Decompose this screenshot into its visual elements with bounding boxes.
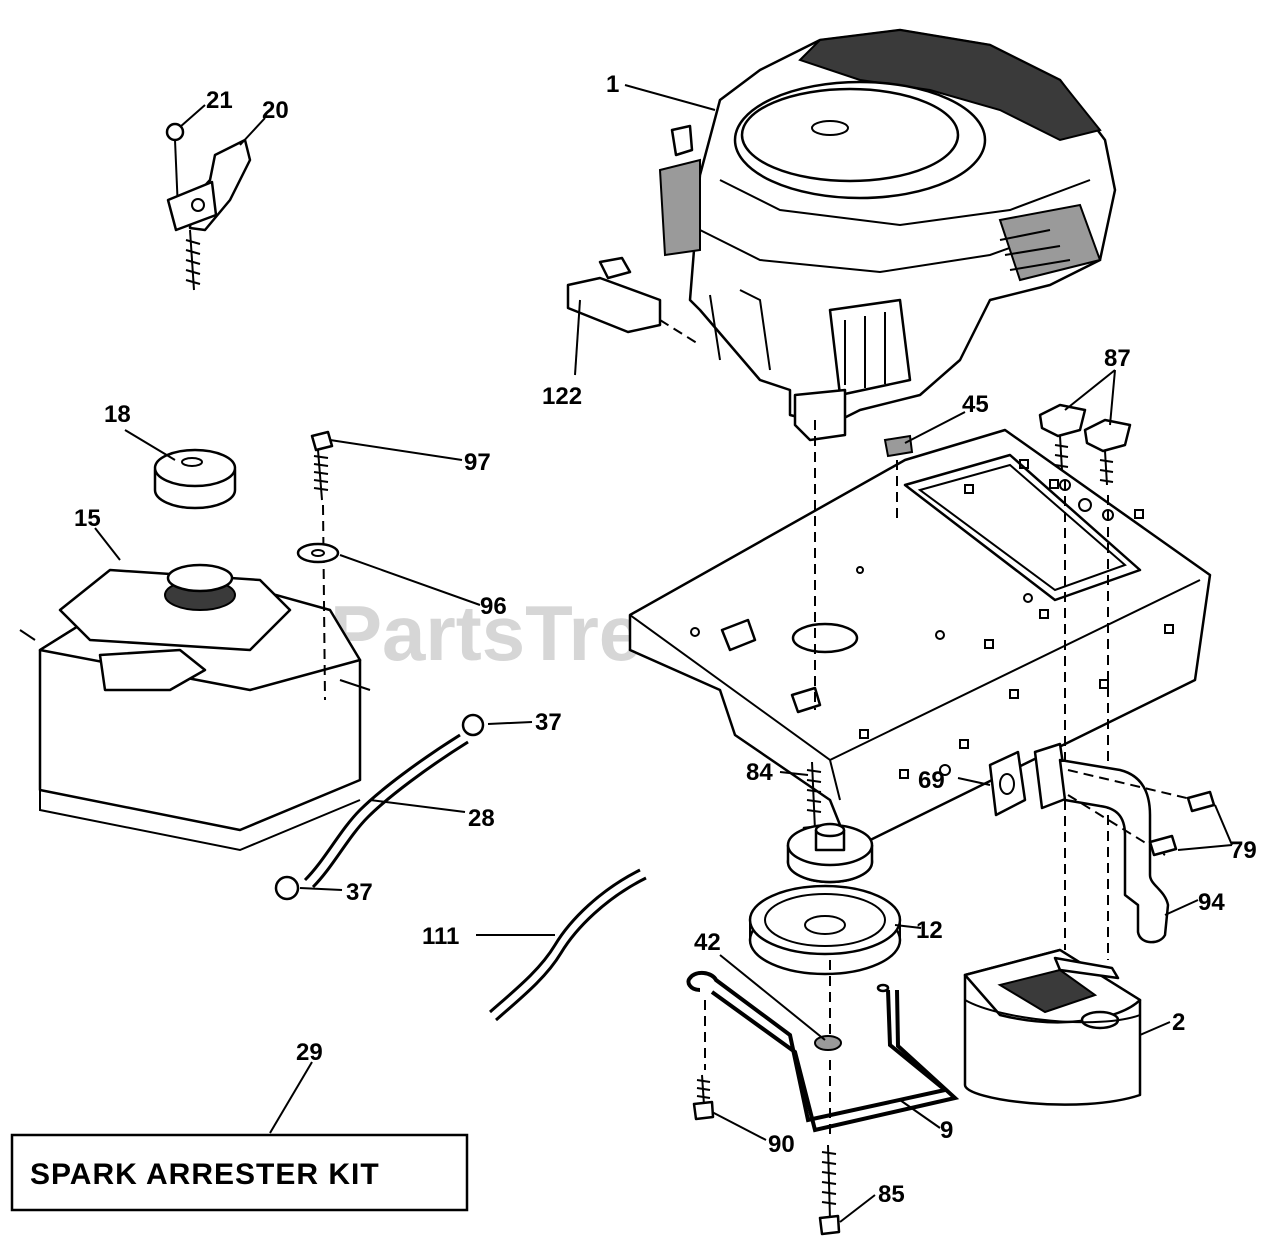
callout-37-bottom: 37: [346, 879, 373, 906]
bolt-90-drawing: [692, 1074, 715, 1121]
callout-96: 96: [480, 593, 507, 620]
callout-111: 111: [422, 923, 459, 950]
kit-box: [10, 1133, 469, 1212]
callout-29: 29: [296, 1039, 323, 1066]
callout-85: 85: [878, 1181, 905, 1208]
callout-90: 90: [768, 1131, 795, 1158]
fuel-hose-drawing: [274, 713, 485, 901]
bolt-85-drawing: [818, 1144, 841, 1236]
callout-69: 69: [918, 767, 945, 794]
callout-97: 97: [464, 449, 491, 476]
callout-20: 20: [262, 97, 289, 124]
callout-21: 21: [206, 87, 233, 114]
callout-87: 87: [1104, 345, 1131, 372]
callout-94: 94: [1198, 889, 1225, 916]
pulley-drawing: [748, 822, 902, 976]
exhaust-drawing: [988, 742, 1216, 944]
callout-37-top: 37: [535, 709, 562, 736]
callout-28: 28: [468, 805, 495, 832]
throttle-bracket-drawing: [165, 122, 252, 291]
callout-79: 79: [1230, 837, 1257, 864]
leader-lines: [94, 84, 1233, 1223]
nut-45-drawing: [883, 434, 914, 458]
callout-122: 122: [542, 383, 582, 410]
engine-drawing: [658, 28, 1117, 442]
callout-12: 12: [916, 917, 943, 944]
bracket-rod-drawing: [686, 960, 960, 1140]
kit-label: SPARK ARRESTER KIT: [30, 1158, 380, 1191]
callout-2: 2: [1172, 1009, 1185, 1036]
clip-drawing: [566, 256, 701, 346]
callout-9: 9: [940, 1117, 953, 1144]
hose-111-drawing: [489, 868, 647, 1022]
knob-bolts-87-drawing: [1038, 403, 1132, 960]
callout-labels: 1 21 20 122 87 18 97 45 15 96 37 28 37 8…: [74, 71, 1257, 1208]
muffler-drawing: [963, 948, 1142, 1106]
callout-1: 1: [606, 71, 619, 98]
fuel-tank-drawing: [19, 563, 371, 852]
callout-18: 18: [104, 401, 131, 428]
fuel-cap-drawing: [153, 448, 237, 510]
bolt-97-drawing: [296, 430, 340, 701]
callout-84: 84: [746, 759, 773, 786]
watermark: PartsTree: [330, 589, 686, 677]
callout-45: 45: [962, 391, 989, 418]
callout-15: 15: [74, 505, 101, 532]
callout-42: 42: [694, 929, 721, 956]
